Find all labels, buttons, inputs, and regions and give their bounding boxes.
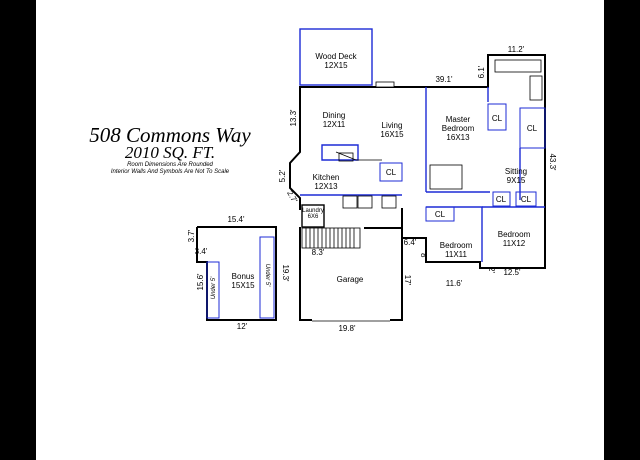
dim-13-3: 13.3' <box>289 109 298 127</box>
bonus-walls <box>196 226 277 321</box>
garage-walls <box>299 227 403 321</box>
dim-19-3: 19.3' <box>281 264 290 282</box>
bedroom-2-size: 11X12 <box>503 239 526 248</box>
hall-closet-box <box>381 195 397 209</box>
bedroom-2-label: Bedroom <box>498 230 531 239</box>
bonus-under-label-left: Under 5' <box>211 276 217 299</box>
bonus-label: Bonus <box>232 272 255 281</box>
master-closet-2-label: CL <box>527 124 538 133</box>
master-label-line1: Master <box>446 115 471 124</box>
dim-43-3: 43.3' <box>548 153 557 171</box>
kitchen-counter-line <box>335 151 382 161</box>
laundry-washer <box>342 195 358 209</box>
kitchen-closet-label: CL <box>386 168 397 177</box>
laundry-label: Laundry <box>302 208 324 214</box>
deck-door <box>375 81 395 88</box>
master-closet-1 <box>487 103 507 131</box>
laundry-size: 6X6 <box>308 214 319 220</box>
master-label-line2: Bedroom <box>442 124 475 133</box>
dim-6-1: 6.1' <box>477 65 486 78</box>
plan-sqft-title: 2010 SQ. FT. <box>125 143 215 162</box>
floor-plan-sheet <box>34 0 606 460</box>
kitchen-size: 12X13 <box>314 182 338 191</box>
sitting-size: 9X15 <box>507 176 526 185</box>
master-closet-1-label: CL <box>492 114 503 123</box>
dim-5-2: 5.2' <box>278 169 287 182</box>
living-size: 16X15 <box>380 130 404 139</box>
bonus-under-label-right: Under 5' <box>264 264 270 287</box>
dim-8-3: 8.3' <box>312 248 325 257</box>
sitting-closet-1 <box>492 191 511 207</box>
hall-bath-tub <box>429 164 463 190</box>
sitting-closet-2-label: CL <box>521 195 532 204</box>
dim-12: 12' <box>237 322 248 331</box>
dim-39-1: 39.1' <box>435 75 453 84</box>
sitting-closet-2 <box>515 191 537 207</box>
dim-12-5: 12.5' <box>503 268 521 277</box>
garage-label: Garage <box>337 275 364 284</box>
plan-address-title: 508 Commons Way <box>89 123 251 147</box>
left-black-border <box>0 0 34 460</box>
dim-17: 17' <box>403 275 412 286</box>
garage-stair-treads <box>305 228 355 248</box>
dim-15-4: 15.4' <box>227 215 245 224</box>
right-black-border <box>606 0 640 460</box>
bedroom-1-closet <box>425 206 455 222</box>
dim-11-2: 11.2' <box>508 45 525 54</box>
kitchen-closet <box>379 162 403 182</box>
plan-note-rounded: Room Dimensions Are Rounded <box>127 162 213 168</box>
main-house-right-wall <box>401 54 546 269</box>
master-bath-tub <box>494 59 542 73</box>
master-bath-vanity <box>529 75 543 101</box>
dim-2: 2' <box>487 267 496 273</box>
dim-8: 8' <box>419 253 428 259</box>
plan-note-not-to-scale: Interior Walls And Symbols Are Not To Sc… <box>111 169 230 175</box>
wood-deck-outline <box>299 28 373 86</box>
living-label: Living <box>382 121 403 130</box>
dining-size: 12X11 <box>323 120 346 129</box>
bonus-under-eave-right <box>259 236 275 319</box>
dim-6-4: 6.4' <box>404 238 417 247</box>
dim-11-6: 11.6' <box>446 279 463 288</box>
kitchen-label: Kitchen <box>313 173 340 182</box>
master-closet-2 <box>519 107 546 149</box>
bedroom-1-label: Bedroom <box>440 241 473 250</box>
garage-stairs-box <box>301 227 361 249</box>
kitchen-sink <box>338 152 354 162</box>
dim-15-6: 15.6' <box>196 273 205 291</box>
bedroom-1-size: 11X11 <box>445 250 467 259</box>
dim-19-8: 19.8' <box>338 324 356 333</box>
bedroom-1-closet-label: CL <box>435 210 446 219</box>
main-house-left-wall <box>289 86 426 210</box>
bonus-under-eave-left <box>206 261 220 319</box>
wood-deck-size: 12X15 <box>324 61 348 70</box>
laundry-dryer <box>357 195 373 209</box>
dim-2-7: 2.7' <box>285 189 299 205</box>
wood-deck-label: Wood Deck <box>315 52 357 61</box>
sitting-label: Sitting <box>505 167 527 176</box>
dim-3-7: 3.7' <box>187 229 196 242</box>
dim-3-4: 3.4' <box>195 247 208 256</box>
laundry-room-outline <box>301 204 325 228</box>
sitting-closet-1-label: CL <box>496 195 507 204</box>
master-size: 16X13 <box>446 133 470 142</box>
dining-label: Dining <box>323 111 346 120</box>
bonus-size: 15X15 <box>231 281 255 290</box>
